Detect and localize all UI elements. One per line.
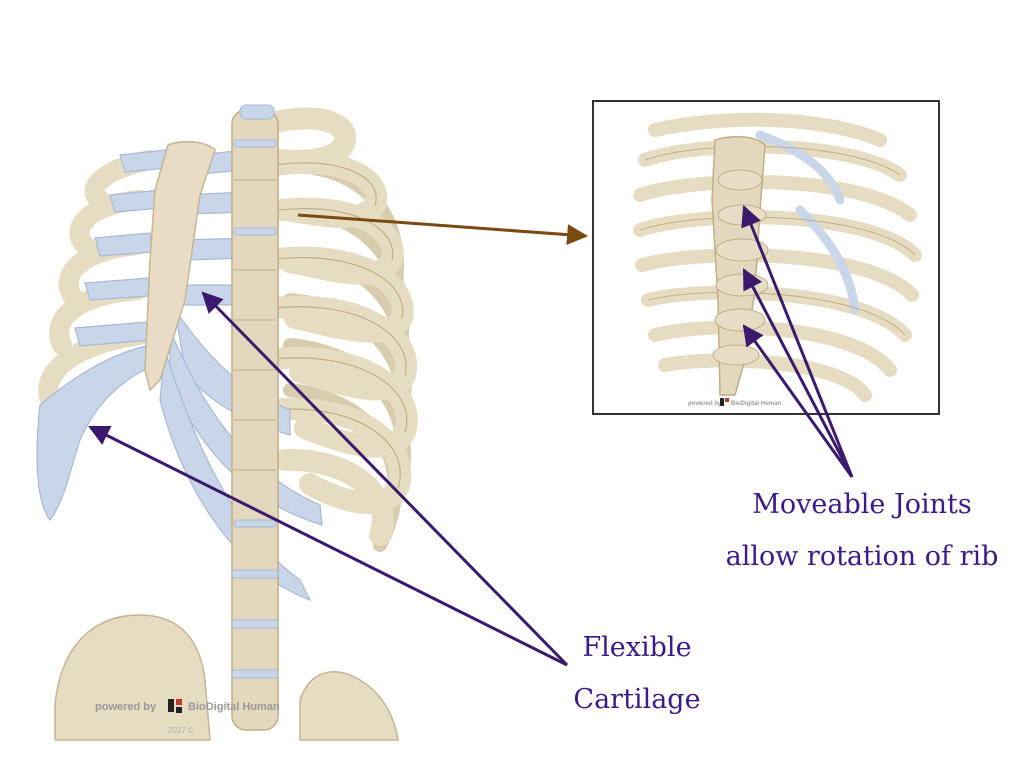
- joint-arrows: [741, 205, 854, 478]
- inset-watermark-prefix: powered by: [688, 401, 722, 407]
- spine: [231, 104, 279, 731]
- joints-label-line2: allow rotation of rib: [726, 541, 999, 572]
- watermark-brand: BioDigital Human: [188, 701, 280, 713]
- inset-spine: [711, 135, 766, 396]
- inset-watermark: powered by BioDigital Human: [688, 398, 781, 407]
- cartilage-arrows: [88, 291, 569, 667]
- main-watermark: powered by BioDigital Human 2017 ©: [95, 699, 280, 735]
- cartilage-arrow-sternal: [201, 291, 569, 667]
- right-rib-outlines: [249, 162, 408, 489]
- cartilage-label-line1: Flexible: [582, 632, 691, 663]
- inset-rib-outlines: [639, 146, 916, 336]
- cartilage-arrow-left: [88, 425, 568, 667]
- inset-cartilage: [755, 130, 860, 315]
- watermark-prefix: powered by: [95, 701, 157, 713]
- watermark-year: 2017 ©: [168, 726, 194, 735]
- main-rib-cage-illustration: powered by BioDigital Human 2017 ©: [36, 104, 418, 741]
- joints-label-line1: Moveable Joints: [752, 489, 972, 520]
- cartilage-label-line2: Cartilage: [573, 684, 700, 715]
- inset-back-view: powered by BioDigital Human: [592, 100, 940, 415]
- pelvis: [54, 614, 399, 741]
- inset-watermark-brand: BioDigital Human: [731, 401, 781, 407]
- sternum: [144, 140, 216, 392]
- spine-to-inset-arrow: [297, 213, 589, 246]
- joint-arrow-upper: [741, 205, 854, 478]
- biodigital-logo: [168, 699, 174, 712]
- joint-arrow-lower: [742, 324, 854, 478]
- joint-arrow-middle: [742, 268, 854, 478]
